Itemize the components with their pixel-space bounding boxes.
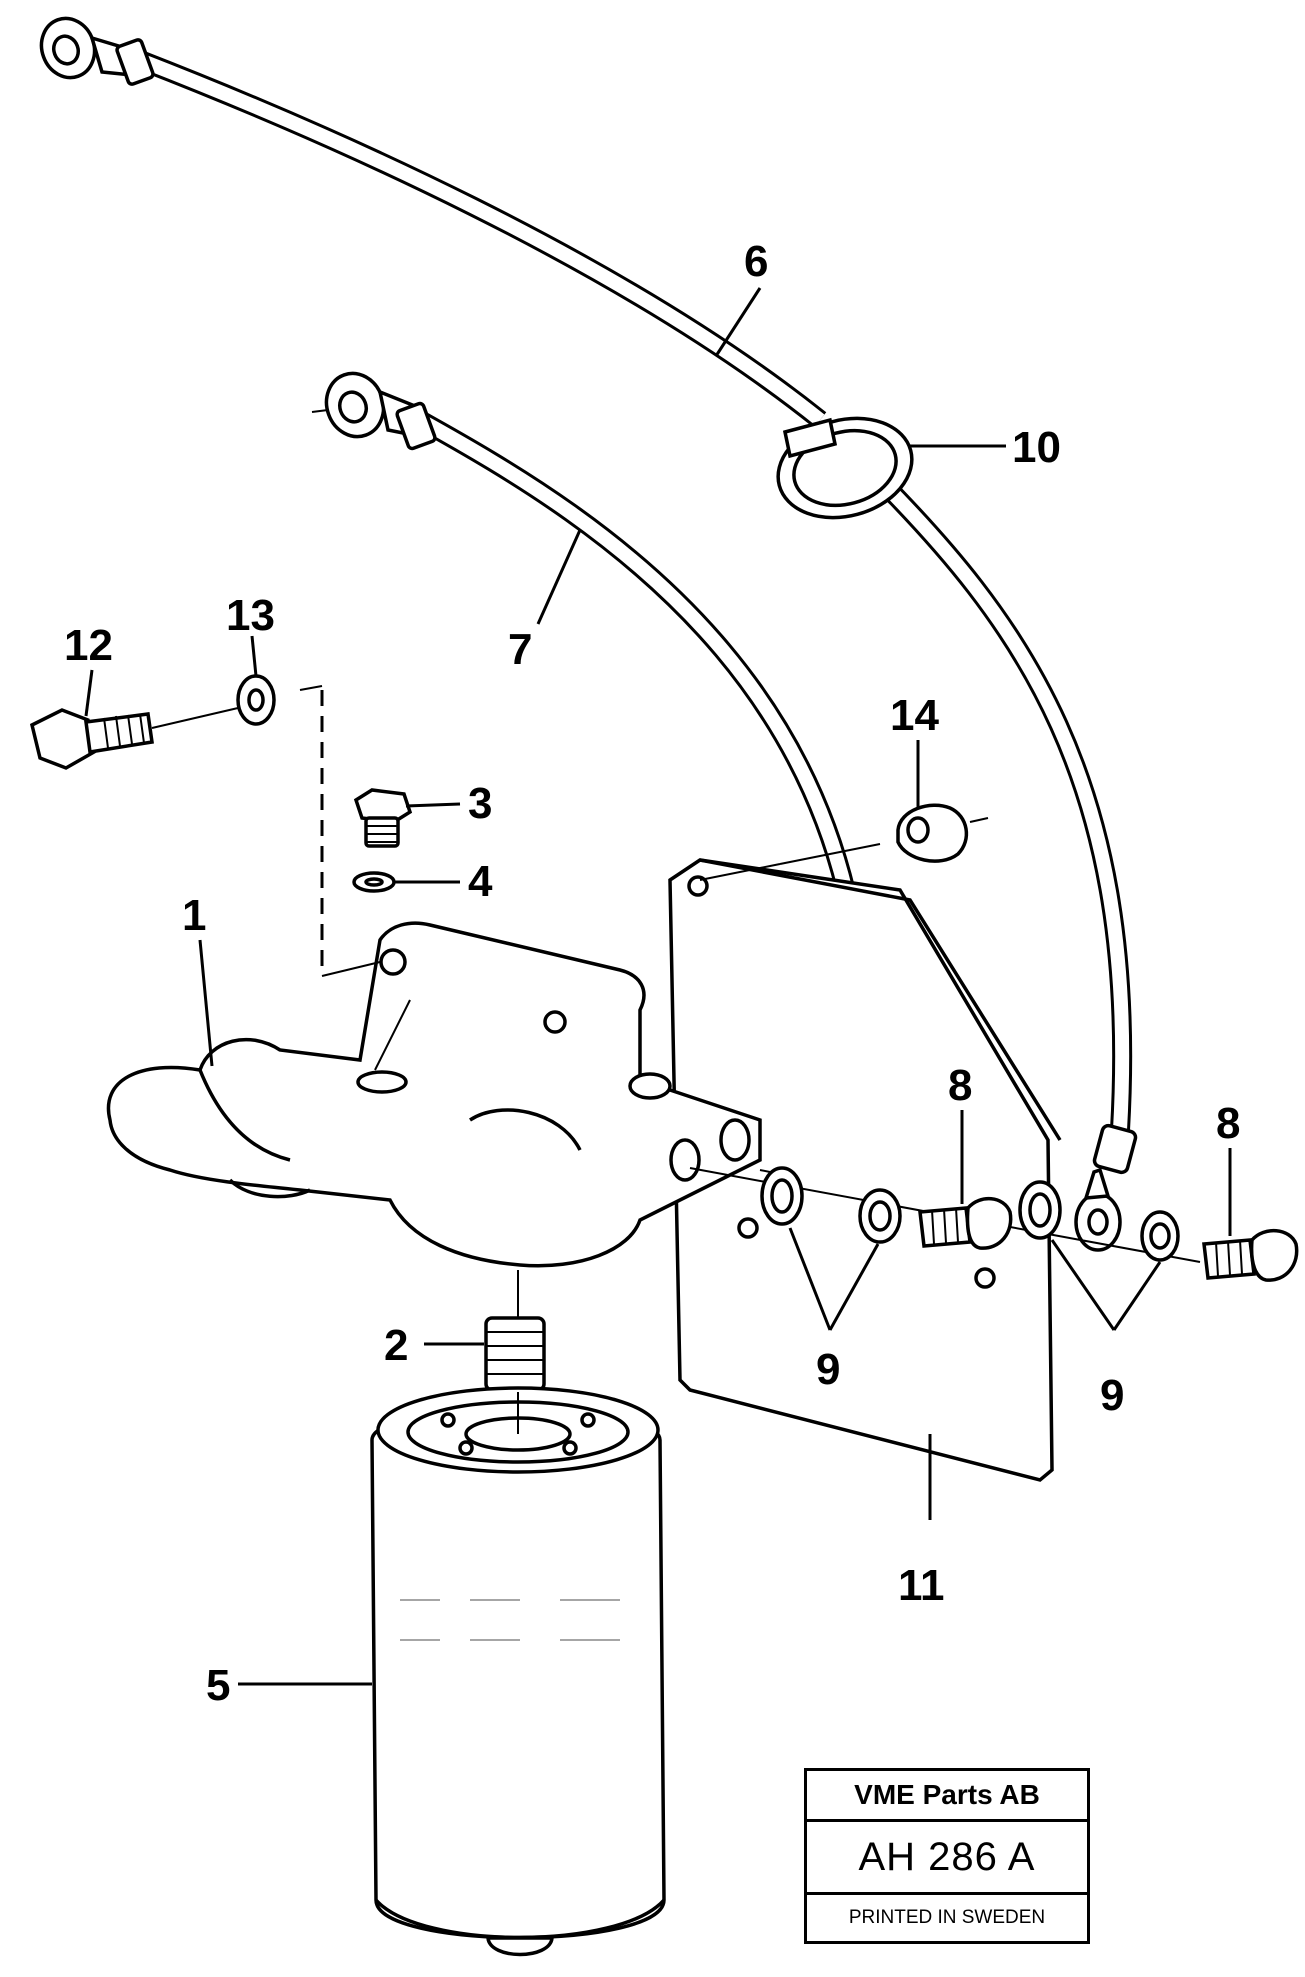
filter-cartridge-5 (370, 1386, 666, 1957)
callout-3: 3 (468, 779, 492, 828)
stamp-company: VME Parts AB (807, 1771, 1087, 1822)
callout-5: 5 (206, 1661, 230, 1710)
callout-10: 10 (1012, 423, 1061, 472)
washer-set-9-left (760, 1166, 902, 1244)
callout-4: 4 (468, 857, 493, 906)
bracket-plate-11 (668, 843, 1062, 1482)
callout-12: 12 (64, 621, 113, 670)
nipple-2 (484, 1270, 546, 1392)
banjo-bolt-8-right (1202, 1229, 1299, 1282)
stamp-code: AH 286 A (807, 1822, 1087, 1895)
washer-4 (352, 871, 396, 893)
plug-3 (353, 788, 413, 848)
callout-1: 1 (182, 891, 206, 940)
hose-6 (39, 16, 827, 428)
leader-lines (84, 287, 1232, 1686)
callout-9-right: 9 (1100, 1371, 1124, 1420)
callout-2: 2 (384, 1321, 408, 1370)
callout-8-right: 8 (1216, 1099, 1240, 1148)
callout-11: 11 (898, 1561, 945, 1610)
alignment-line (299, 685, 381, 977)
washer-set-9-right (1018, 1180, 1180, 1262)
clamp-10 (776, 416, 914, 520)
callout-14: 14 (890, 691, 939, 740)
filter-head-1 (106, 921, 762, 1268)
nut-14 (896, 803, 989, 863)
parts-catalog-stamp: VME Parts AB AH 286 A PRINTED IN SWEDEN (804, 1768, 1090, 1944)
hose-6-lower (862, 462, 1138, 1252)
bolt-12 (29, 707, 239, 770)
callout-7: 7 (508, 625, 532, 674)
callout-13: 13 (226, 591, 275, 640)
washer-13 (236, 674, 276, 726)
banjo-bolt-8-left (918, 1197, 1013, 1250)
callout-labels: 1 2 3 4 5 6 7 8 8 9 9 10 11 12 13 14 (64, 237, 1240, 1710)
callout-9-left: 9 (816, 1345, 840, 1394)
stamp-printed: PRINTED IN SWEDEN (848, 1907, 1046, 1928)
callout-8-left: 8 (948, 1061, 972, 1110)
callout-6: 6 (744, 237, 768, 286)
